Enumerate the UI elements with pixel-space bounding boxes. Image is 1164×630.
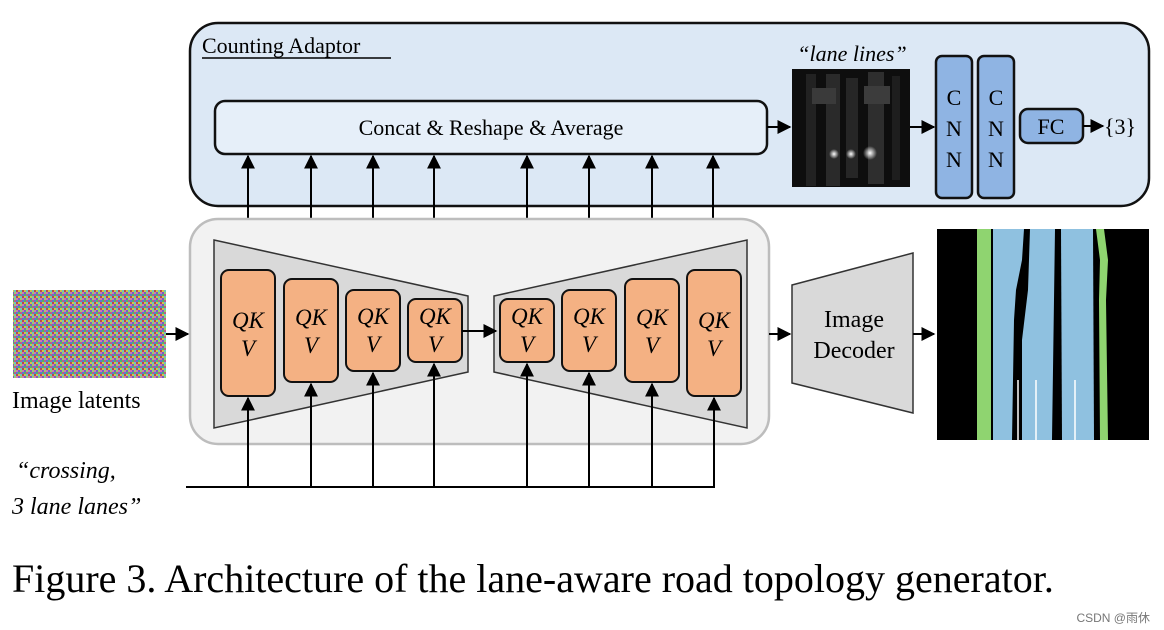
qkv-label-v: V <box>241 336 258 361</box>
qkv-block: QK V <box>283 278 339 383</box>
cnn-block-1: C N N <box>934 54 974 200</box>
qkv-label-qk: QK <box>357 304 391 329</box>
qkv-label-qk: QK <box>232 308 266 333</box>
prompt-line-1: “crossing, <box>16 458 116 484</box>
qkv-label-qk: QK <box>511 304 545 329</box>
qkv-label-v: V <box>304 333 321 358</box>
qkv-block: QK V <box>345 289 401 372</box>
decoder-label-line2: Decoder <box>813 338 894 364</box>
encoder-trapezoid <box>213 239 469 429</box>
qkv-block: QK V <box>220 269 276 397</box>
prompt-conditioning-arrows <box>186 362 721 488</box>
qkv-block: QK V <box>561 289 617 372</box>
figure-caption: Figure 3. Architecture of the lane-aware… <box>12 556 1054 601</box>
qkv-label-v: V <box>707 336 724 361</box>
prompt-line-2: 3 lane lanes” <box>11 494 141 520</box>
qkv-block: QK V <box>407 298 463 363</box>
cnn1-letter-n: N <box>946 116 962 141</box>
decoder-trapezoid <box>493 239 748 429</box>
qkv-label-v: V <box>428 332 445 357</box>
watermark: CSDN @雨休 <box>1076 611 1150 625</box>
adaptor-title: Counting Adaptor <box>202 33 361 58</box>
cnn-block-2: C N N <box>976 54 1016 200</box>
qkv-label-qk: QK <box>698 308 732 333</box>
cnn2-letter-c: C <box>989 85 1004 110</box>
qkv-block: QK V <box>624 278 680 383</box>
counting-adaptor-panel: Counting Adaptor Concat & Reshape & Aver… <box>188 21 1151 208</box>
qkv-label-v: V <box>582 332 599 357</box>
unet-panel: QK V QK V QK V QK V QK V QK V <box>188 217 771 446</box>
attention-heatmap <box>792 69 910 187</box>
count-output: {3} <box>1104 114 1136 139</box>
qkv-label-qk: QK <box>295 305 329 330</box>
qkv-label-qk: QK <box>636 305 670 330</box>
cnn1-letter-c: C <box>947 85 962 110</box>
qkv-block: QK V <box>686 269 742 397</box>
qkv-label-qk: QK <box>419 304 453 329</box>
cnn1-letter-n2: N <box>946 147 962 172</box>
fc-label: FC <box>1038 114 1065 139</box>
fc-block: FC <box>1018 107 1085 145</box>
concat-label: Concat & Reshape & Average <box>359 115 624 140</box>
text-prompt: “crossing, 3 lane lanes” <box>11 458 141 520</box>
qkv-label-v: V <box>520 332 537 357</box>
latents-label: Image latents <box>12 388 141 414</box>
decoder-label-line1: Image <box>824 307 884 333</box>
qkv-label-v: V <box>366 332 383 357</box>
cnn2-letter-n: N <box>988 116 1004 141</box>
road-topology-output <box>937 229 1149 440</box>
image-latents: Image latents <box>12 290 166 414</box>
qkv-label-qk: QK <box>573 304 607 329</box>
latent-noise-image <box>13 290 166 378</box>
qkv-label-v: V <box>645 333 662 358</box>
image-decoder: Image Decoder <box>791 252 914 414</box>
heatmap-caption: “lane lines” <box>797 41 906 66</box>
cnn2-letter-n2: N <box>988 147 1004 172</box>
qkv-block: QK V <box>499 298 555 363</box>
